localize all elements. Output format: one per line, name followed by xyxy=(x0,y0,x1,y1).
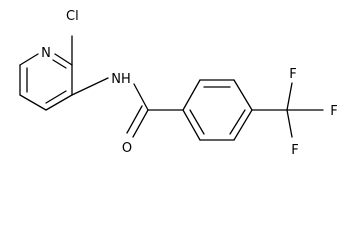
benzene-ring xyxy=(182,79,253,141)
bond-n-c xyxy=(133,83,149,111)
bond xyxy=(233,109,253,141)
bond xyxy=(45,94,73,111)
atom-label-nh: NH xyxy=(111,72,131,87)
bond xyxy=(54,53,73,66)
bond-c-o-double xyxy=(126,105,143,134)
bond xyxy=(19,53,39,66)
atom-label-f: F xyxy=(330,104,337,119)
bond xyxy=(182,79,201,111)
atom-label-f: F xyxy=(291,143,298,158)
bond-double xyxy=(52,59,67,69)
bond xyxy=(233,79,253,111)
atom-label-cl: Cl xyxy=(66,9,79,24)
atom-label-f: F xyxy=(289,67,296,82)
bond-double xyxy=(229,109,246,135)
pyridine-ring xyxy=(19,53,73,111)
bond-c-n xyxy=(71,77,109,96)
bond-c-o xyxy=(132,109,149,138)
bond xyxy=(19,94,47,111)
atom-label-n: N xyxy=(41,46,51,61)
bond-double xyxy=(189,109,205,135)
chemical-structure: N Cl NH O F F F xyxy=(19,9,338,158)
atom-label-o: O xyxy=(122,141,132,156)
bond-c-f xyxy=(286,82,293,111)
bond-double xyxy=(45,90,67,104)
bond-c-f xyxy=(286,109,293,138)
bond xyxy=(182,109,201,141)
